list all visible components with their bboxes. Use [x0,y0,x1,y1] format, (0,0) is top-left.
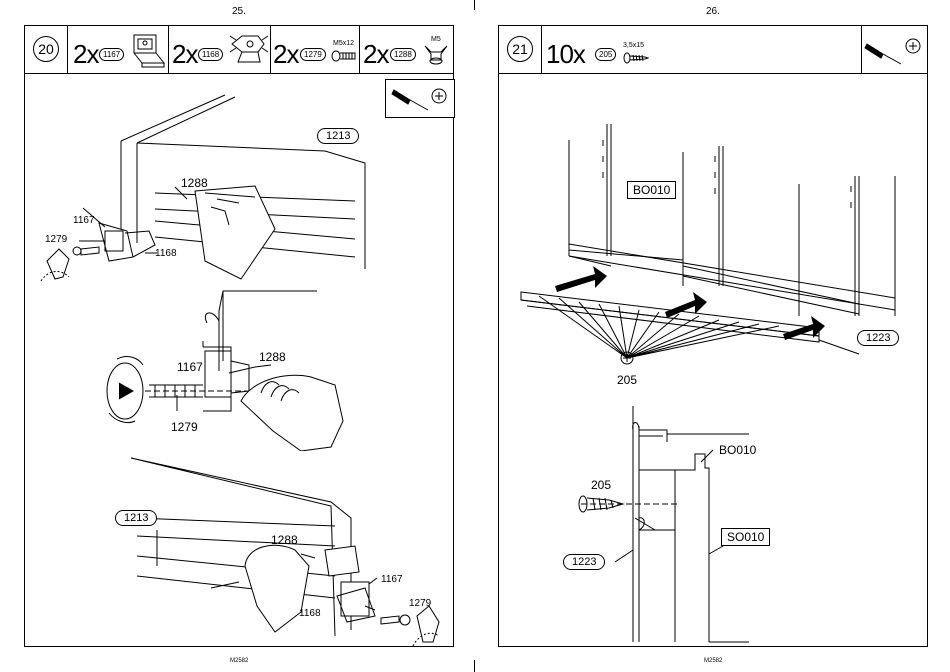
callout-nut: 1288 [271,534,298,546]
part-code: 1279 [300,48,326,61]
screw-205-icon [623,52,649,64]
header-divider [67,26,68,73]
callout-shelf: BO010 [627,181,676,199]
callout-screw: 205 [617,374,637,386]
header-divider [861,26,862,73]
part-quantity: 2x [73,39,98,70]
part-code: 1168 [198,48,223,61]
part-quantity: 2x [273,39,298,70]
part-code: 1288 [390,48,416,61]
callout-bracket-right: 1168 [299,608,321,620]
part-quantity: 10x [546,39,585,70]
footer-code-right: M2582 [704,658,722,664]
callout-rail: 1223 [563,554,605,570]
callout-nut: 1288 [259,351,286,363]
page-number-right: 26. [706,6,720,17]
part-spec: M5x12 [333,40,354,47]
header-divider [168,26,169,73]
bracket-1168-icon [228,32,268,66]
step-number: 21 [507,36,533,62]
callout-screw: 205 [591,479,611,491]
left-page: 20 2x 1167 2x 1168 2x 1279 M5x12 2x 1288… [24,25,454,647]
callout-shelf: BO010 [719,444,756,456]
footer-code-left: M2582 [230,658,248,664]
callout-bracket-left: 1167 [381,574,403,586]
part-code: 1167 [99,48,124,61]
callout-bracket: 1167 [177,361,203,373]
callout-rail: 1223 [857,330,899,346]
part-quantity: 2x [363,39,388,70]
tool-icons [863,30,927,75]
header-divider [359,26,360,73]
crop-mark-top [474,0,475,10]
section-drawing: 205 BO010 SO010 1223 [499,406,929,646]
assembly-drawing-3: 1213 1288 1167 1279 1168 [25,446,455,646]
assembly-drawing-1: 1213 1288 1167 1279 1168 [25,81,455,301]
part-quantity: 2x [172,39,197,70]
callout-rail: 1213 [317,128,359,144]
callout-rail: 1213 [115,510,157,526]
bracket-1167-icon [129,29,167,69]
header-divider [270,26,271,73]
screwdriver-icon [863,30,927,70]
crop-mark-bottom [474,660,475,672]
part-code: 205 [595,48,616,61]
callout-side: SO010 [721,528,770,546]
page-number-left: 25. [232,6,246,17]
screw-1279-icon [331,50,357,62]
wing-nut-1288-icon [423,44,449,66]
part-spec: 3,5x15 [623,42,644,49]
header-divider [541,26,542,73]
assembly-drawing-2: 1167 1288 1279 [25,281,455,451]
callout-screw: 1279 [409,598,431,610]
parts-header: 21 10x 205 3,5x15 [499,26,927,74]
part-spec: M5 [431,36,441,43]
shelf-drawing: BO010 1223 205 [499,116,929,376]
callout-screw: 1279 [45,234,67,246]
callout-nut: 1288 [181,177,208,189]
right-page: 21 10x 205 3,5x15 [498,25,928,647]
callout-screw: 1279 [171,421,198,433]
callout-bracket-right: 1168 [155,248,177,260]
parts-header: 20 2x 1167 2x 1168 2x 1279 M5x12 2x 1288… [25,26,453,74]
step-number: 20 [33,36,59,62]
callout-bracket-left: 1167 [73,215,95,227]
